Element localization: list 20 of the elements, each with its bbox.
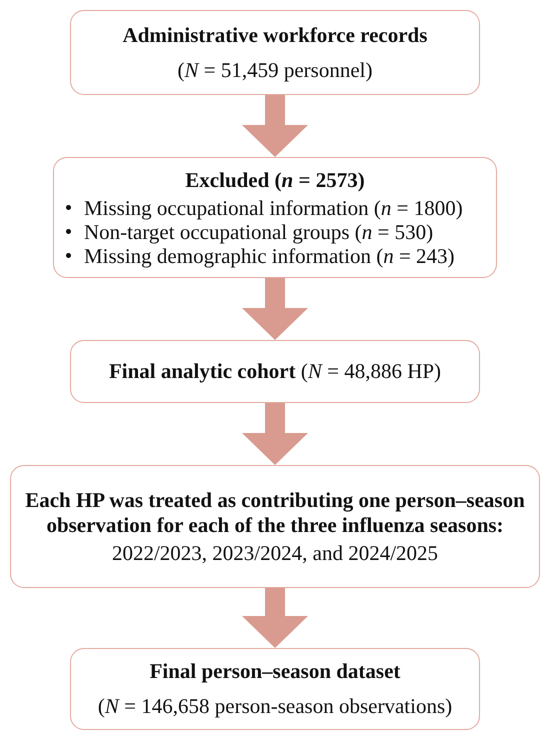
box-heading: Administrative workforce records [122, 22, 428, 48]
process-box [70, 648, 480, 730]
arrow [242, 278, 308, 340]
box-heading: Final person–season dataset [150, 659, 400, 684]
box-text: (N = 51,459 personnel) [178, 58, 372, 82]
box-heading: Excluded (n = 2573) [185, 168, 365, 192]
box-heading: Final analytic cohort (N = 48,886 HP) [108, 359, 442, 384]
box-heading: Each HP was treated as contributing one person–season observation for each of the three influenza seasons: [24, 488, 526, 538]
process-box [53, 157, 497, 278]
box-text: (N = 146,658 person-season observations) [98, 694, 452, 719]
list-item-text: Non-target occupational groups (n = 530) [84, 220, 434, 244]
arrow [242, 95, 308, 157]
process-box [10, 465, 540, 588]
list-item-text: Missing demographic information (n = 243) [84, 244, 455, 268]
arrow [242, 403, 308, 465]
process-box [70, 340, 480, 403]
arrow [242, 588, 308, 648]
box-text: 2022/2023, 2023/2024, and 2024/2025 [112, 540, 438, 566]
list-item-text: Missing occupational information (n = 1800) [84, 196, 463, 220]
process-box [70, 10, 480, 95]
